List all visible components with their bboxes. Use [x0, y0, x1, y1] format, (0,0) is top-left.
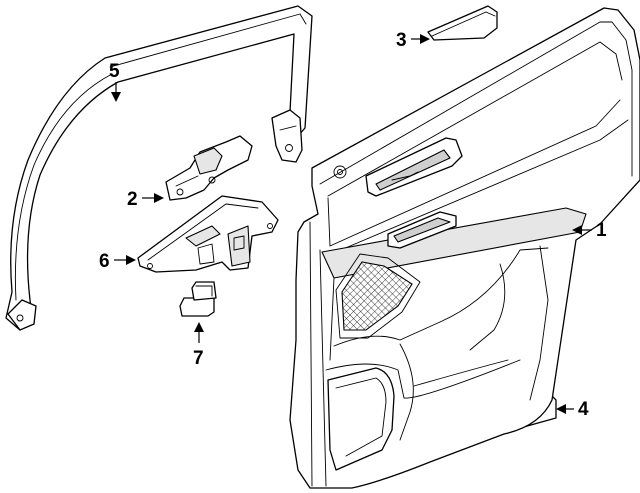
window-switch-panel	[137, 195, 279, 273]
callout-3-label: 3	[396, 30, 407, 51]
callout-2-label: 2	[127, 189, 138, 210]
callout-1-label: 1	[596, 220, 607, 241]
callout-1: 1	[572, 220, 607, 241]
callout-5: 5	[109, 61, 121, 102]
switch-bracket	[165, 135, 253, 201]
switch	[179, 281, 217, 317]
callout-6: 6	[99, 251, 136, 272]
callout-3: 3	[396, 30, 430, 51]
callout-6-label: 6	[99, 251, 110, 272]
callout-7-label: 7	[193, 348, 204, 369]
callout-5-label: 5	[109, 61, 120, 82]
callout-4: 4	[556, 399, 589, 420]
callout-7: 7	[193, 322, 204, 369]
callout-2: 2	[127, 189, 164, 210]
handle-cover	[427, 5, 498, 41]
callout-4-label: 4	[578, 399, 589, 420]
door-trim-panel	[289, 7, 640, 489]
window-frame-molding	[5, 5, 313, 331]
